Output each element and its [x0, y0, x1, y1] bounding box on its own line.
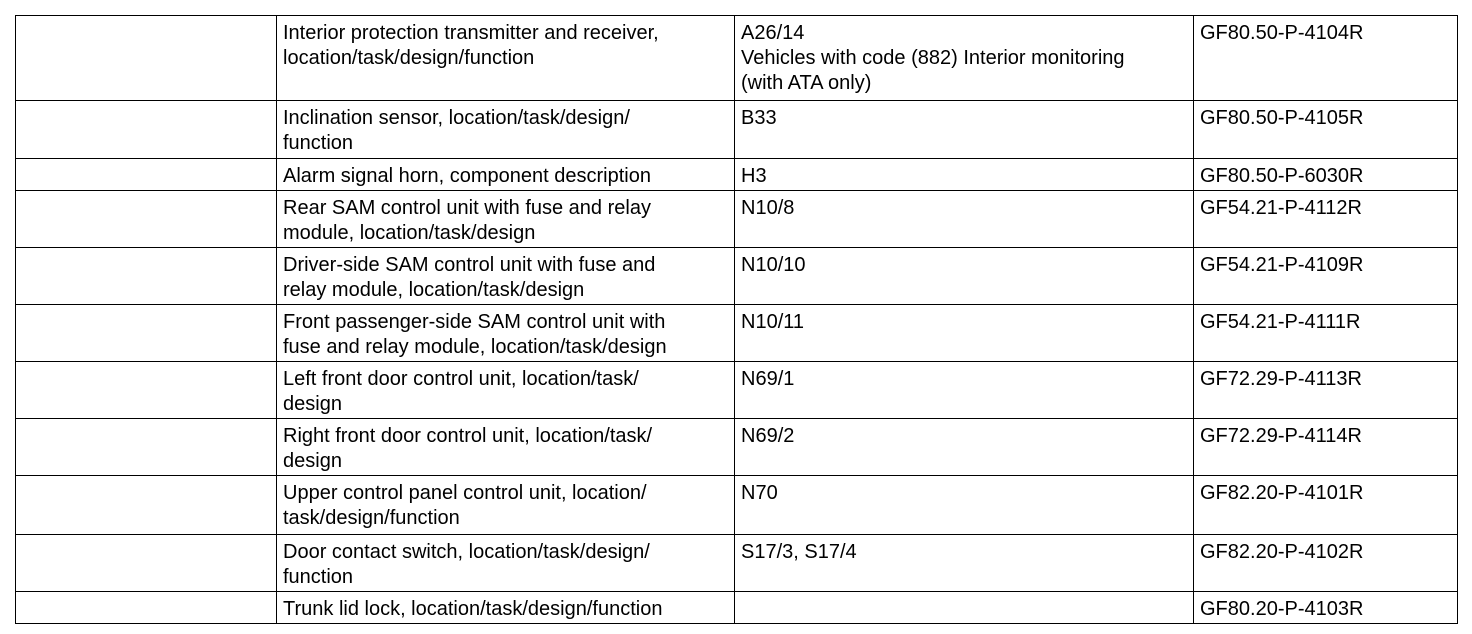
description-cell-line: Interior protection transmitter and rece… [283, 22, 659, 44]
component-cell-line: H3 [741, 165, 767, 187]
component-cell-line: N10/10 [741, 254, 806, 276]
document-number-cell: GF54.21-P-4109R [1193, 247, 1458, 305]
component-cell [734, 591, 1194, 624]
table-body: Interior protection transmitter and rece… [15, 15, 1458, 624]
component-cell-line: N70 [741, 482, 778, 504]
component-cell-line: (with ATA only) [741, 72, 872, 94]
description-cell-line: Alarm signal horn, component description [283, 165, 651, 187]
blank-cell [15, 190, 277, 248]
blank-cell [15, 475, 277, 535]
table-row: Inclination sensor, location/task/design… [15, 100, 1458, 159]
document-number-cell: GF82.20-P-4102R [1193, 534, 1458, 592]
description-cell-line: relay module, location/task/design [283, 279, 585, 301]
component-cell: N69/1 [734, 361, 1194, 419]
description-cell-line: Driver-side SAM control unit with fuse a… [283, 254, 656, 276]
document-number-cell: GF54.21-P-4111R [1193, 304, 1458, 362]
document-number-cell: GF80.50-P-4105R [1193, 100, 1458, 159]
component-cell: N69/2 [734, 418, 1194, 476]
description-cell: Rear SAM control unit with fuse and rela… [276, 190, 735, 248]
document-number-cell: GF72.29-P-4114R [1193, 418, 1458, 476]
table-row: Front passenger-side SAM control unit wi… [15, 304, 1458, 362]
blank-cell [15, 591, 277, 624]
description-cell-line: Right front door control unit, location/… [283, 425, 653, 447]
component-cell: N10/10 [734, 247, 1194, 305]
description-cell-line: Rear SAM control unit with fuse and rela… [283, 197, 651, 219]
blank-cell [15, 304, 277, 362]
table-row: Interior protection transmitter and rece… [15, 15, 1458, 101]
blank-cell [15, 418, 277, 476]
component-cell: N70 [734, 475, 1194, 535]
blank-cell [15, 247, 277, 305]
component-cell-line: B33 [741, 107, 777, 129]
component-cell-line: N10/8 [741, 197, 795, 219]
blank-cell [15, 15, 277, 101]
description-cell: Door contact switch, location/task/desig… [276, 534, 735, 592]
component-cell-line: Vehicles with code (882) Interior monito… [741, 47, 1125, 69]
description-cell-line: Trunk lid lock, location/task/design/fun… [283, 598, 663, 620]
description-cell: Upper control panel control unit, locati… [276, 475, 735, 535]
description-cell: Inclination sensor, location/task/design… [276, 100, 735, 159]
description-cell: Front passenger-side SAM control unit wi… [276, 304, 735, 362]
description-cell-line: task/design/function [283, 507, 460, 529]
component-cell-line: S17/3, S17/4 [741, 541, 857, 563]
component-cell: H3 [734, 158, 1194, 191]
description-cell-line: Inclination sensor, location/task/design… [283, 107, 630, 129]
blank-cell [15, 158, 277, 191]
description-cell-line: Front passenger-side SAM control unit wi… [283, 311, 666, 333]
table-row: Door contact switch, location/task/desig… [15, 534, 1458, 592]
table-row: Trunk lid lock, location/task/design/fun… [15, 591, 1458, 624]
description-cell-line: Left front door control unit, location/t… [283, 368, 639, 390]
table-row: Rear SAM control unit with fuse and rela… [15, 190, 1458, 248]
table-row: Left front door control unit, location/t… [15, 361, 1458, 419]
blank-cell [15, 534, 277, 592]
reference-table: Interior protection transmitter and rece… [15, 15, 1458, 624]
document-number-cell: GF82.20-P-4101R [1193, 475, 1458, 535]
blank-cell [15, 100, 277, 159]
table-row: Right front door control unit, location/… [15, 418, 1458, 476]
table-row: Alarm signal horn, component description… [15, 158, 1458, 191]
document-number-cell: GF54.21-P-4112R [1193, 190, 1458, 248]
component-cell: N10/11 [734, 304, 1194, 362]
component-cell-line: A26/14 [741, 22, 805, 44]
document-number-cell: GF80.50-P-4104R [1193, 15, 1458, 101]
description-cell: Alarm signal horn, component description [276, 158, 735, 191]
document-number-cell: GF72.29-P-4113R [1193, 361, 1458, 419]
document-number-cell: GF80.20-P-4103R [1193, 591, 1458, 624]
description-cell-line: location/task/design/function [283, 47, 535, 69]
description-cell-line: design [283, 450, 342, 472]
component-cell: B33 [734, 100, 1194, 159]
blank-cell [15, 361, 277, 419]
component-cell: S17/3, S17/4 [734, 534, 1194, 592]
description-cell-line: function [283, 132, 354, 154]
component-cell-line: N69/2 [741, 425, 795, 447]
description-cell: Interior protection transmitter and rece… [276, 15, 735, 101]
description-cell-line: Door contact switch, location/task/desig… [283, 541, 650, 563]
description-cell-line: module, location/task/design [283, 222, 536, 244]
description-cell: Left front door control unit, location/t… [276, 361, 735, 419]
table-row: Driver-side SAM control unit with fuse a… [15, 247, 1458, 305]
component-cell-line: N69/1 [741, 368, 795, 390]
description-cell: Right front door control unit, location/… [276, 418, 735, 476]
description-cell-line: design [283, 393, 342, 415]
table-row: Upper control panel control unit, locati… [15, 475, 1458, 535]
component-cell: N10/8 [734, 190, 1194, 248]
description-cell-line: Upper control panel control unit, locati… [283, 482, 647, 504]
description-cell: Driver-side SAM control unit with fuse a… [276, 247, 735, 305]
description-cell-line: fuse and relay module, location/task/des… [283, 336, 667, 358]
component-cell-line: N10/11 [741, 311, 805, 333]
document-number-cell: GF80.50-P-6030R [1193, 158, 1458, 191]
description-cell-line: function [283, 566, 354, 588]
description-cell: Trunk lid lock, location/task/design/fun… [276, 591, 735, 624]
